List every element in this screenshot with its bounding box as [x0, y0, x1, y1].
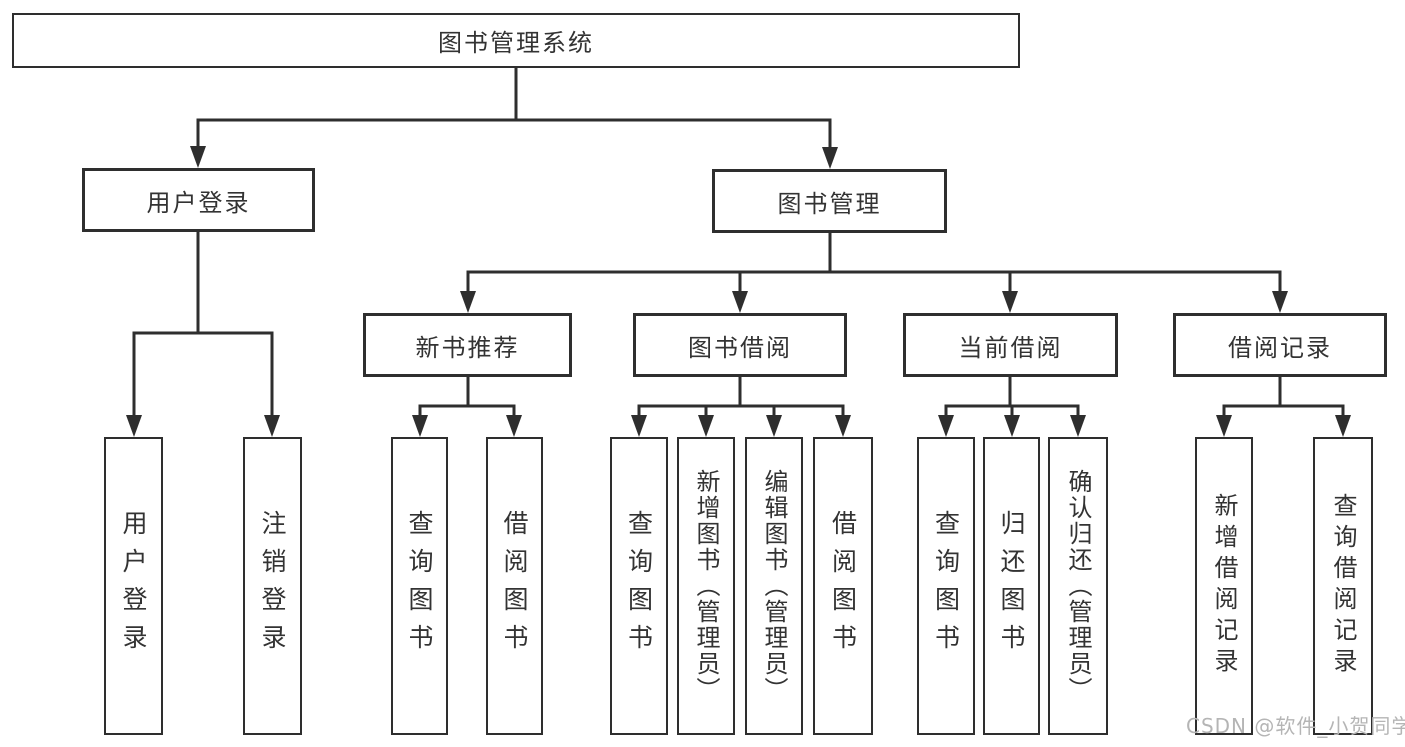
node-label: 借阅图书: [828, 510, 858, 662]
node-label: 查询图书: [624, 510, 654, 662]
node-label: 用户登录: [146, 188, 251, 217]
node-label: 借阅记录: [1228, 333, 1332, 362]
node-user-login: 用户登录: [82, 168, 315, 232]
node-borrow-records: 借阅记录: [1173, 313, 1387, 377]
node-label: 图书借阅: [688, 333, 792, 362]
node-book-management: 图书管理: [712, 169, 947, 233]
connector-lines: [132, 68, 1345, 415]
csdn-watermark: CSDN @软件_小贺同学: [1186, 714, 1405, 738]
node-leaf-return-book: 归还图书: [983, 437, 1040, 735]
node-leaf-query-borrow-record: 查询借阅记录: [1313, 437, 1373, 735]
node-label: 查询借阅记录: [1329, 493, 1357, 679]
node-label: 确认归还（管理员）: [1064, 469, 1092, 703]
node-leaf-query-book: 查询图书: [610, 437, 668, 735]
node-leaf-query-book: 查询图书: [391, 437, 448, 735]
node-label: 新书推荐: [415, 333, 520, 362]
node-label: 用户登录: [119, 510, 148, 662]
node-book-borrow: 图书借阅: [633, 313, 847, 377]
node-leaf-confirm-return-admin: 确认归还（管理员）: [1048, 437, 1108, 735]
node-label: 新增借阅记录: [1210, 493, 1238, 679]
node-leaf-user-login: 用户登录: [104, 437, 163, 735]
node-leaf-query-book: 查询图书: [917, 437, 975, 735]
node-label: 当前借阅: [958, 333, 1063, 362]
node-label: 新增图书（管理员）: [692, 469, 720, 703]
node-label: 查询图书: [405, 510, 434, 662]
node-label: 图书管理系统: [438, 29, 594, 57]
node-current-borrow: 当前借阅: [903, 313, 1118, 377]
node-label: 图书管理: [777, 189, 882, 218]
node-leaf-borrow-book: 借阅图书: [486, 437, 543, 735]
node-leaf-edit-book-admin: 编辑图书（管理员）: [745, 437, 803, 735]
node-new-book-recommend: 新书推荐: [363, 313, 572, 377]
node-label: 注销登录: [258, 510, 287, 662]
node-leaf-add-borrow-record: 新增借阅记录: [1195, 437, 1253, 735]
node-label: 查询图书: [931, 510, 961, 662]
arrowheads: [126, 146, 1351, 437]
node-leaf-logout: 注销登录: [243, 437, 302, 735]
node-label: 编辑图书（管理员）: [760, 469, 788, 703]
node-leaf-add-book-admin: 新增图书（管理员）: [677, 437, 735, 735]
node-library-management-system: 图书管理系统: [12, 13, 1020, 68]
node-label: 借阅图书: [500, 510, 529, 662]
node-label: 归还图书: [997, 510, 1026, 662]
node-leaf-borrow-book: 借阅图书: [813, 437, 873, 735]
